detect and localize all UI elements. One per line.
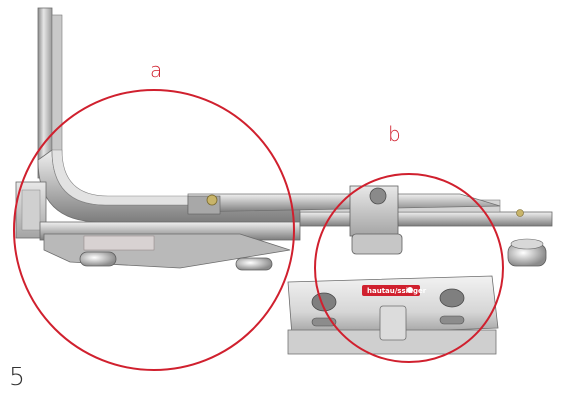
callout-label-b: b xyxy=(388,122,401,146)
callout-label-a: a xyxy=(150,58,162,82)
callout-circle-a xyxy=(13,89,295,371)
figure-number: 5 xyxy=(9,362,25,391)
corner-end-block xyxy=(15,181,47,239)
roller-left xyxy=(79,251,117,267)
callout-circle-b xyxy=(314,173,504,363)
vertical-frame-profile xyxy=(37,7,301,223)
locking-cam xyxy=(349,185,403,255)
strike-plate: hautau/ssinger xyxy=(287,275,499,355)
roller-right xyxy=(507,238,547,267)
roller-middle xyxy=(235,257,273,271)
figure-number-box: 5 xyxy=(0,354,53,402)
brand-label: hautau/ssinger xyxy=(367,287,427,295)
